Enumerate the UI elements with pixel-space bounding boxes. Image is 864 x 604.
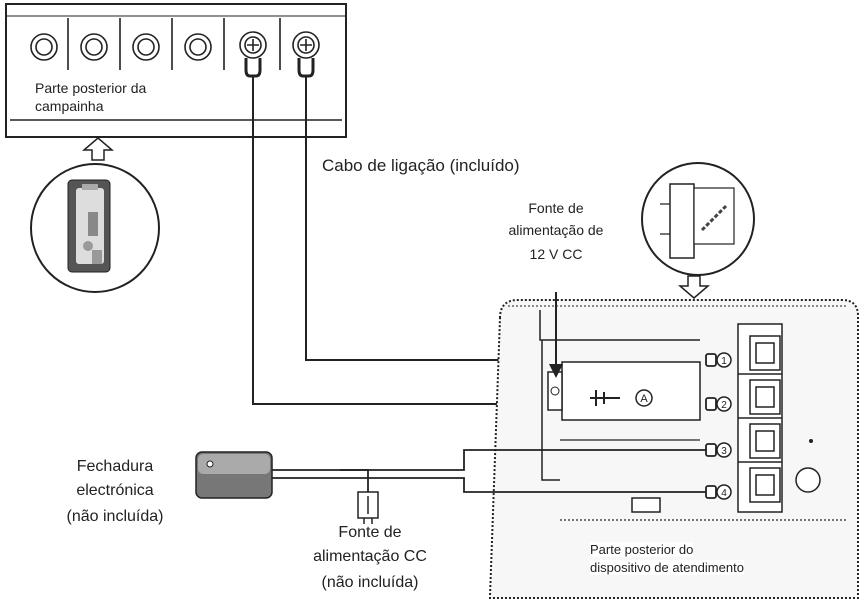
- power-12v-arrow-icon: [549, 292, 563, 378]
- terminal-4-label: 4: [721, 488, 727, 499]
- dc-power-plug-icon: [357, 491, 379, 524]
- doorbell-button-row: [30, 18, 281, 70]
- electronic-lock-icon: [195, 451, 273, 499]
- lock-label-line1: Fechadura: [76, 458, 154, 475]
- power-12v-label-line1: Fonte de: [528, 200, 584, 216]
- doorbell-back-label-line1: Parte posterior da: [35, 80, 147, 96]
- lock-label-line2: electrónica: [76, 482, 154, 499]
- power-12v-label-line2: alimentação de: [508, 222, 604, 238]
- doorbell-back-label-line2: campainha: [35, 98, 104, 114]
- terminal-1-icon: 1: [716, 352, 732, 368]
- monitor-back-panel: A: [489, 299, 859, 599]
- dc-supply-label-line1: Fonte de: [338, 524, 402, 541]
- cable-label: Cabo de ligação (incluído): [322, 156, 520, 175]
- doorbell-back-panel: [5, 3, 347, 138]
- monitor-detail-icon: [641, 162, 755, 276]
- terminal-4-icon: 4: [716, 484, 732, 500]
- dc-supply-label-line3: (não incluída): [321, 574, 419, 591]
- monitor-arrow-icon: [677, 275, 711, 299]
- jack-marker-label: A: [640, 393, 648, 405]
- lock-wires: [272, 449, 706, 493]
- terminal-1-label: 1: [721, 356, 727, 367]
- dc-supply-label-line2: alimentação CC: [313, 548, 427, 565]
- monitor-back-label-line1: Parte posterior do: [590, 542, 694, 557]
- terminal-2-label: 2: [721, 400, 727, 411]
- terminal-3-icon: 3: [716, 442, 732, 458]
- lock-label-line3: (não incluída): [66, 508, 164, 525]
- monitor-terminal-block: [737, 323, 783, 513]
- doorbell-arrow-icon: [81, 137, 115, 161]
- doorbell-detail-icon: [30, 163, 160, 293]
- doorbell-screw-terminal-1: [239, 31, 267, 59]
- monitor-back-label-line2: dispositivo de atendimento: [590, 560, 744, 575]
- terminal-3-label: 3: [721, 446, 727, 457]
- power-12v-label-line3: 12 V CC: [529, 246, 583, 262]
- doorbell-screw-terminal-2: [292, 31, 320, 59]
- jack-marker-icon: A: [635, 389, 653, 407]
- terminal-2-icon: 2: [716, 396, 732, 412]
